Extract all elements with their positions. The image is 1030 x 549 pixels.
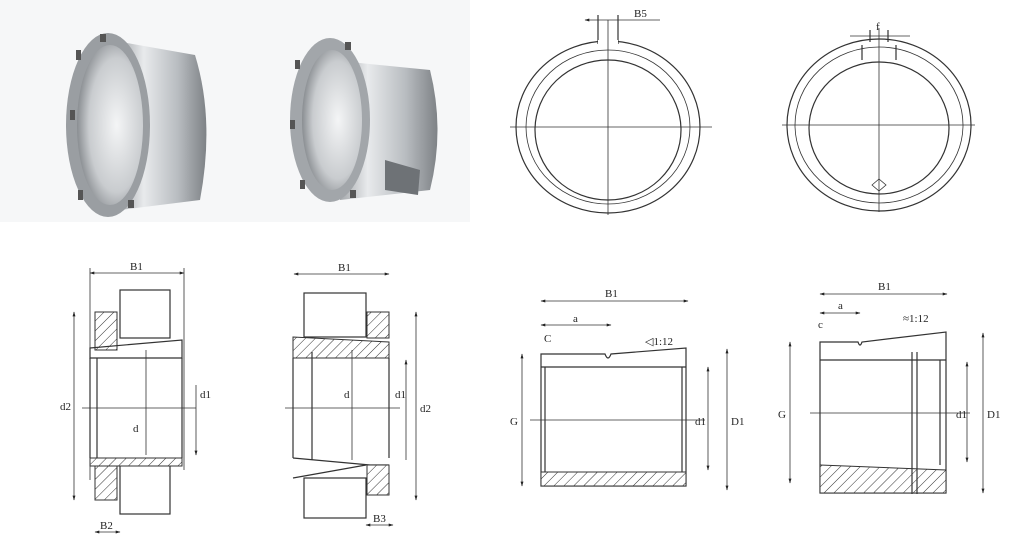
slot-label-f: f [876, 21, 880, 33]
photo-sleeve-assembly-2 [290, 38, 438, 202]
width-label: B1 [130, 261, 143, 273]
width-label: B1 [605, 288, 618, 300]
width-label: B1 [338, 262, 351, 274]
bore-label: d [133, 423, 139, 435]
adapter-sleeve-view-3: B1 a C ◁1:12 G d1 D1 [510, 288, 744, 491]
thread-label: d1 [200, 389, 211, 401]
washer-view-2: f [782, 21, 975, 212]
thread-label: d1 [395, 389, 406, 401]
thread-label: G [510, 416, 518, 428]
washer-view-1: B5 [510, 8, 712, 215]
outer-label: D1 [987, 409, 1000, 421]
outer-dia-label: d2 [60, 401, 71, 413]
chamfer-label: C [544, 333, 551, 345]
nut-width-label: B3 [373, 513, 386, 525]
outer-dia-label: d2 [420, 403, 431, 415]
taper-label: ≈1:12 [903, 313, 929, 325]
taper-label: ◁1:12 [645, 336, 673, 348]
photo-sleeve-assembly-1 [66, 33, 207, 217]
bore-label: d1 [695, 416, 706, 428]
bore-label: d1 [956, 409, 967, 421]
chamfer-label: c [818, 319, 823, 331]
sleeve-section-view-1: B1 d2 d d1 B2 [60, 261, 211, 534]
groove-label: a [838, 300, 843, 312]
groove-label: a [573, 313, 578, 325]
withdrawal-sleeve-view-4: B1 a c ≈1:12 G d1 D1 [778, 281, 1000, 494]
width-label: B1 [878, 281, 891, 293]
thread-label: G [778, 409, 786, 421]
sleeve-section-view-2: B1 d d1 d2 B3 [285, 262, 431, 527]
outer-label: D1 [731, 416, 744, 428]
slot-width-label: B5 [634, 8, 647, 20]
bore-label: d [344, 389, 350, 401]
nut-width-label: B2 [100, 520, 113, 532]
